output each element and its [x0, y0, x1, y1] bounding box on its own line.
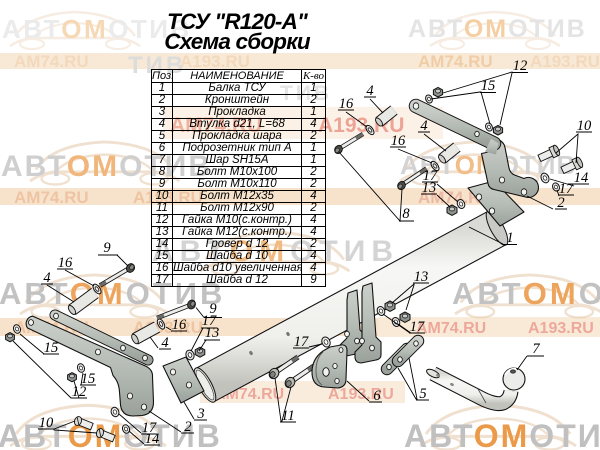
svg-text:4: 4 — [161, 335, 168, 351]
svg-text:АВТОМОТИВ: АВТОМОТИВ — [452, 276, 600, 311]
svg-text:АВТОМОТИВ: АВТОМОТИВ — [2, 14, 192, 44]
svg-text:17: 17 — [410, 319, 425, 335]
svg-text:7: 7 — [532, 341, 540, 357]
svg-text:15: 15 — [481, 78, 496, 94]
svg-text:12: 12 — [72, 384, 87, 400]
svg-text:10: 10 — [577, 118, 592, 134]
svg-text:11: 11 — [281, 408, 294, 424]
svg-text:АВТОМОТИВ: АВТОМОТИВ — [404, 418, 600, 450]
svg-text:AM74.RU: AM74.RU — [418, 52, 493, 71]
svg-text:13: 13 — [422, 180, 437, 196]
svg-text:5: 5 — [419, 386, 426, 402]
svg-text:AM74.RU: AM74.RU — [14, 52, 89, 71]
svg-text:8: 8 — [402, 206, 410, 222]
svg-text:АВТОМОТИВ: АВТОМОТИВ — [408, 15, 587, 43]
svg-text:16: 16 — [58, 255, 73, 271]
svg-text:12: 12 — [513, 58, 528, 74]
svg-text:14: 14 — [574, 170, 589, 186]
svg-text:A193.RU: A193.RU — [530, 52, 600, 71]
svg-text:15: 15 — [81, 371, 96, 387]
svg-text:14: 14 — [145, 431, 160, 447]
svg-text:16: 16 — [339, 96, 354, 112]
svg-text:16: 16 — [391, 133, 406, 149]
svg-text:17: 17 — [294, 334, 309, 350]
svg-text:A193.RU: A193.RU — [180, 52, 250, 71]
svg-text:17: 17 — [559, 181, 574, 197]
svg-text:A193.RU: A193.RU — [328, 386, 394, 403]
svg-text:13: 13 — [205, 325, 220, 341]
svg-text:16: 16 — [172, 317, 187, 333]
svg-text:13: 13 — [414, 269, 429, 285]
svg-text:6: 6 — [373, 388, 381, 404]
svg-text:10: 10 — [39, 415, 54, 431]
svg-text:AM74.RU: AM74.RU — [14, 188, 89, 207]
svg-text:17: 17 — [423, 168, 438, 184]
svg-text:4: 4 — [366, 83, 373, 99]
svg-text:AM74.RU: AM74.RU — [416, 320, 486, 337]
svg-text:9: 9 — [209, 301, 217, 317]
svg-text:4: 4 — [43, 270, 50, 286]
svg-text:17: 17 — [142, 420, 157, 436]
svg-text:15: 15 — [44, 340, 59, 356]
svg-text:1: 1 — [506, 230, 513, 246]
svg-text:2: 2 — [557, 195, 564, 211]
svg-text:2: 2 — [184, 419, 191, 435]
svg-text:9: 9 — [103, 240, 111, 256]
svg-text:АВТОМОТИВ: АВТОМОТИВ — [0, 418, 222, 450]
svg-text:A193.RU: A193.RU — [528, 320, 594, 337]
svg-text:3: 3 — [196, 406, 204, 422]
svg-text:4: 4 — [420, 118, 427, 134]
